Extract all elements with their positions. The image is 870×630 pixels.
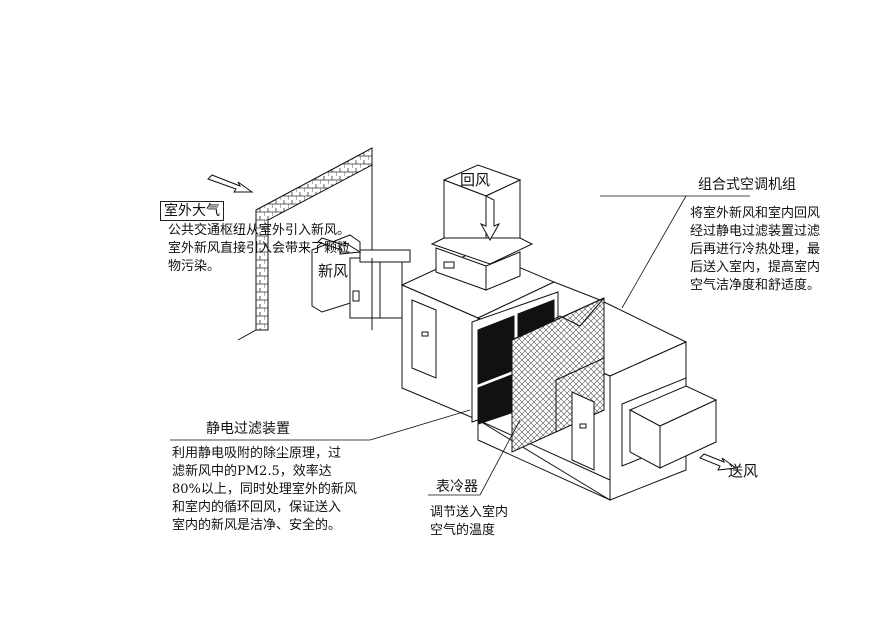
outdoor-note-line: 室外新风直接引入会带来了颗粒 — [168, 241, 351, 256]
outdoor-air-arrow — [207, 174, 254, 193]
ahu-door-right — [571, 391, 595, 471]
ahu-note-line: 后送入室内，提高室内 — [690, 260, 821, 275]
ahu-note-line: 后再进行冷热处理，最 — [690, 242, 821, 257]
supply-air-label: 送风 — [728, 462, 759, 480]
cooler-label: 表冷器 — [436, 479, 478, 495]
cooler-note-line: 空气的温度 — [430, 523, 496, 538]
esp-note: 利用静电吸附的除尘原理，过 滤新风中的PM2.5，效率达 80%以上，同时处理室… — [172, 445, 357, 535]
fresh-air-label: 新风 — [318, 262, 349, 280]
brick-wall — [237, 147, 373, 341]
esp-note-line: 滤新风中的PM2.5，效率达 — [172, 464, 332, 479]
leader-lines — [170, 195, 750, 496]
fresh-air-duct — [311, 234, 411, 319]
esp-note-line: 80%以上，同时处理室外的新风 — [172, 482, 357, 497]
cooler-note-line: 调节送入室内 — [430, 505, 509, 520]
return-air-label: 回风 — [460, 171, 491, 189]
esp-note-line: 和室内的循环回风，保证送入 — [172, 500, 342, 515]
cooler-note: 调节送入室内 空气的温度 — [430, 504, 508, 540]
outdoor-air-label: 室外大气 — [160, 201, 224, 221]
return-air-box — [430, 164, 534, 291]
ahu-note-line: 经过静电过滤装置过滤 — [690, 224, 821, 239]
outdoor-note: 公共交通枢纽从室外引入新风。 室外新风直接引入会带来了颗粒 物污染。 — [168, 222, 350, 276]
esp-label: 静电过滤装置 — [206, 421, 290, 437]
ahu-note-line: 空气洁净度和舒适度。 — [690, 278, 821, 293]
outdoor-note-line: 物污染。 — [168, 259, 221, 274]
esp-note-line: 室内的新风是洁净、安全的。 — [172, 518, 342, 533]
ahu-label: 组合式空调机组 — [698, 177, 796, 193]
supply-air-duct — [621, 377, 738, 471]
ahu-note-line: 将室外新风和室内回风 — [690, 206, 821, 221]
outdoor-note-line: 公共交通枢纽从室外引入新风。 — [168, 223, 351, 238]
esp-note-line: 利用静电吸附的除尘原理，过 — [172, 446, 342, 461]
ahu-note: 将室外新风和室内回风 经过静电过滤装置过滤 后再进行冷热处理，最 后送入室内，提… — [690, 205, 820, 295]
